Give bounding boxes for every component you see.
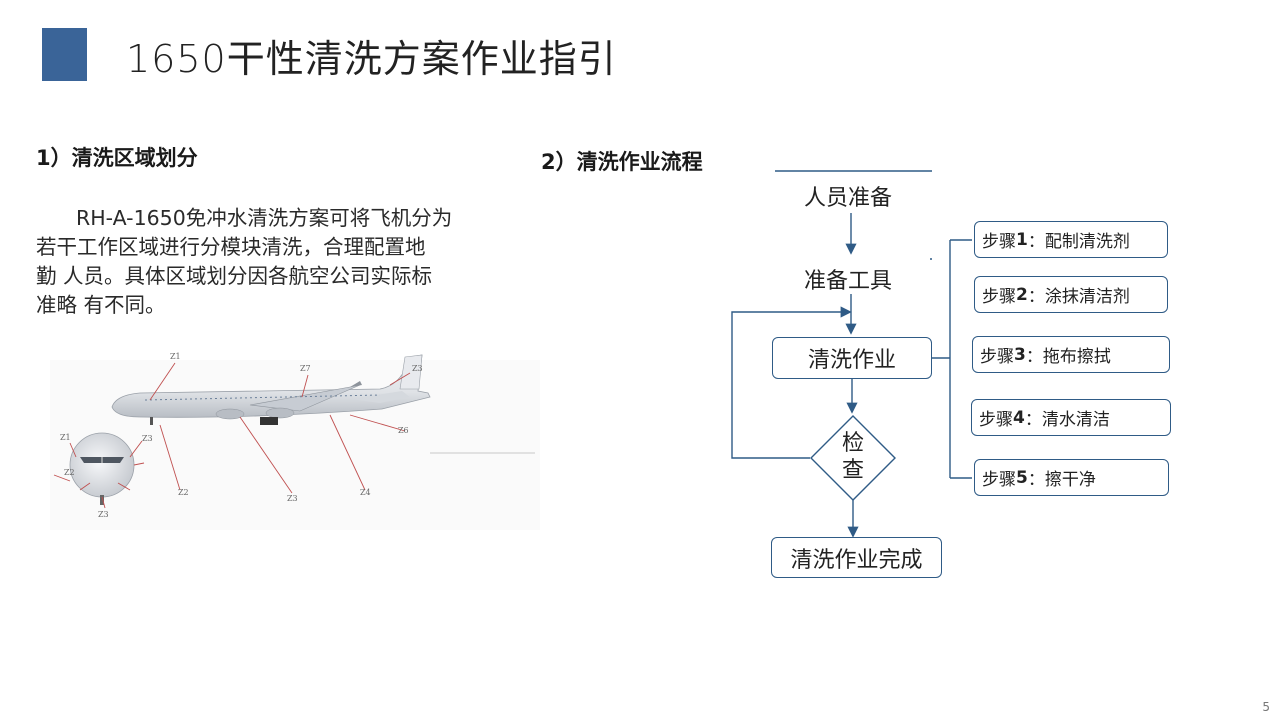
- flow-node-inspect: 检 查: [833, 430, 873, 484]
- flow-node-prep-people: 人员准备: [804, 186, 893, 211]
- step-number: 4: [1013, 407, 1025, 428]
- paragraph-line: RH-A-1650免冲水清洗方案可将飞机分为: [76, 206, 453, 230]
- section-heading-zones: 1）清洗区域划分: [36, 146, 198, 170]
- step-text: 清水清洁: [1041, 410, 1110, 430]
- zone-label: Z1: [60, 433, 71, 442]
- step-prefix: 步骤: [979, 410, 1013, 430]
- paragraph-line: 准略 有不同。: [36, 293, 166, 317]
- zone-label: Z3: [98, 510, 109, 519]
- paragraph-line: 若干工作区域进行分模块清洗，合理配置地: [36, 235, 426, 259]
- step-separator: ：: [1027, 470, 1045, 490]
- step-prefix: 步骤: [980, 347, 1014, 367]
- step-prefix: 步骤: [982, 470, 1016, 490]
- inspect-char-2: 查: [841, 458, 864, 483]
- zone-label: Z4: [360, 488, 371, 497]
- step-prefix: 步骤: [982, 232, 1016, 252]
- step-text: 拖布擦拭: [1042, 347, 1111, 367]
- flow-node-done: 清洗作业完成: [771, 537, 942, 578]
- zone-label: Z1: [170, 352, 181, 361]
- zone-label: Z2: [64, 468, 75, 477]
- step-number: 1: [1016, 229, 1028, 250]
- step-prefix: 步骤: [982, 287, 1016, 307]
- section-heading-flow: 2）清洗作业流程: [541, 150, 703, 174]
- step-text: 擦干净: [1044, 470, 1096, 490]
- zone-label: Z2: [178, 488, 189, 497]
- step-separator: ：: [1025, 347, 1043, 367]
- step-number: 3: [1014, 344, 1026, 365]
- step-text: 涂抹清洁剂: [1044, 287, 1130, 307]
- zone-label: Z3: [412, 364, 423, 373]
- step-separator: ：: [1027, 287, 1045, 307]
- zones-description: RH-A-1650免冲水清洗方案可将飞机分为 若干工作区域进行分模块清洗，合理配…: [36, 204, 510, 320]
- title-accent-square: [42, 28, 87, 81]
- step-text: 配制清洗剂: [1044, 232, 1130, 252]
- flow-node-cleaning: 清洗作业: [772, 337, 932, 379]
- zone-label: Z7: [300, 364, 311, 373]
- zone-label: Z3: [142, 434, 153, 443]
- flow-node-prep-tools: 准备工具: [804, 269, 893, 294]
- paragraph-line: 勤 人员。具体区域划分因各航空公司实际标: [36, 264, 433, 288]
- step-number: 2: [1016, 284, 1028, 305]
- page-number: 5: [1262, 700, 1270, 714]
- zone-label: Z3: [287, 494, 298, 503]
- step-number: 5: [1016, 467, 1028, 488]
- airplane-zone-illustration: Z1 Z7 Z3 Z6 Z4 Z3 Z2 Z1 Z3 Z2 Z3: [50, 352, 540, 530]
- page-title: 1650干性清洗方案作业指引: [126, 37, 617, 81]
- zone-label: Z6: [398, 426, 409, 435]
- step-separator: ：: [1027, 232, 1045, 252]
- inspect-char-1: 检: [841, 431, 864, 456]
- step-separator: ：: [1024, 410, 1042, 430]
